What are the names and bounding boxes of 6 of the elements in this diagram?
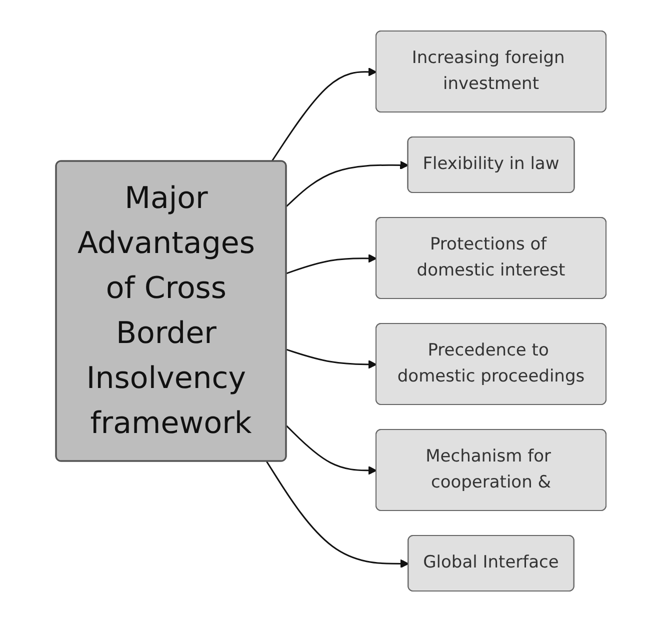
arrow xyxy=(286,348,377,368)
arrow xyxy=(286,160,409,206)
arrow xyxy=(286,254,377,274)
arrow xyxy=(266,460,410,568)
arrow xyxy=(271,67,377,162)
arrow xyxy=(286,424,377,474)
